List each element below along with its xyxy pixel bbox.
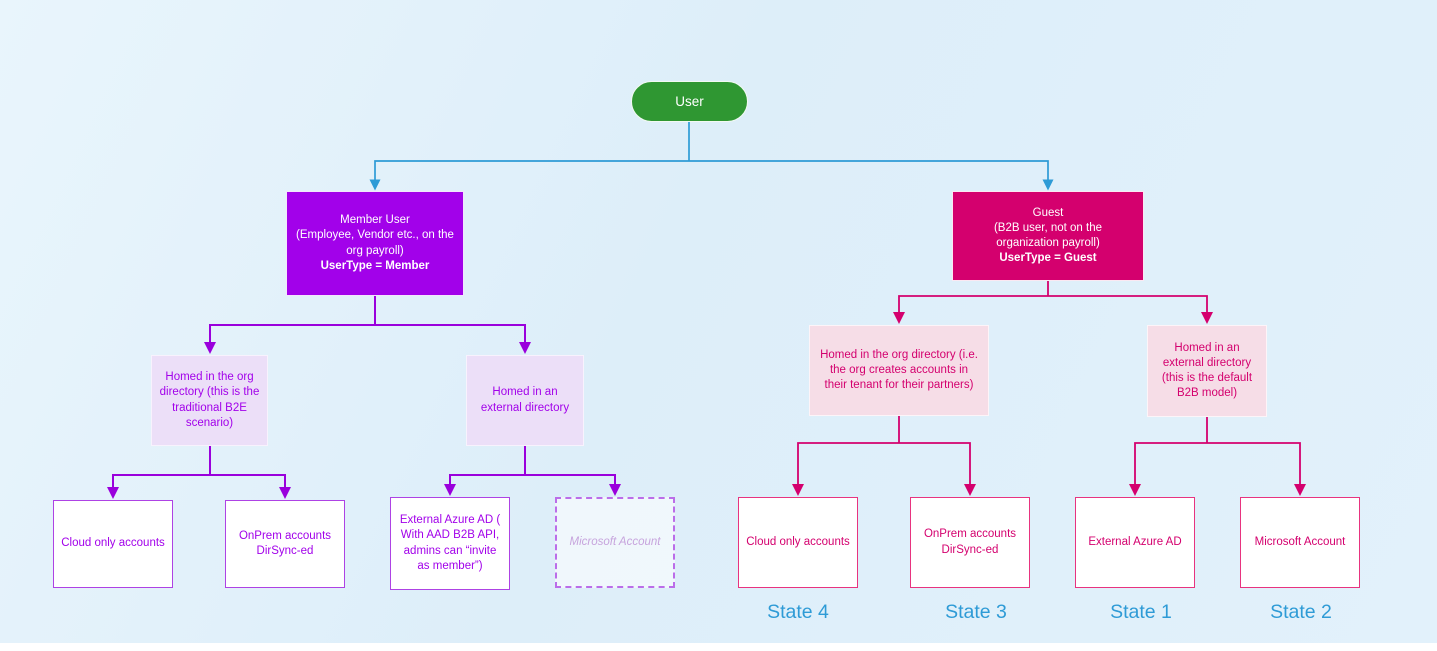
guest-title: Guest [1032, 206, 1064, 219]
member-homed-external-label: Homed in an external directory [480, 386, 570, 414]
node-guest-external-azure-ad: External Azure AD [1075, 497, 1195, 588]
member-cloud-only-label: Cloud only accounts [61, 537, 165, 550]
state-label-1: State 1 [1110, 601, 1172, 623]
state-label-2: State 2 [1270, 601, 1332, 623]
node-user-label: User [675, 93, 704, 109]
guest-external-azure-ad-label: External Azure AD [1088, 535, 1182, 548]
guest-onprem-label: OnPrem accounts DirSync-ed [923, 528, 1017, 556]
node-member-homed-external: Homed in an external directory [466, 355, 584, 446]
node-guest-homed-external: Homed in an external directory (this is … [1147, 325, 1267, 417]
node-user: User [631, 81, 748, 122]
node-member-user: Member User (Employee, Vendor etc., on t… [286, 191, 464, 296]
node-member-external-azure-ad: External Azure AD ( With AAD B2B API, ad… [390, 497, 510, 590]
node-guest: Guest (B2B user, not on the organization… [952, 191, 1144, 281]
guest-usertype: UserType = Guest [999, 252, 1097, 265]
node-guest-cloud-only: Cloud only accounts [738, 497, 858, 588]
member-usertype: UserType = Member [320, 259, 430, 272]
member-external-azure-ad-label: External Azure AD ( With AAD B2B API, ad… [399, 514, 501, 572]
state-label-4: State 4 [767, 601, 829, 623]
node-guest-microsoft-account: Microsoft Account [1240, 497, 1360, 588]
node-member-cloud-only: Cloud only accounts [53, 500, 173, 588]
guest-homed-external-label: Homed in an external directory (this is … [1161, 341, 1253, 400]
guest-microsoft-account-label: Microsoft Account [1254, 535, 1346, 548]
member-homed-org-label: Homed in the org directory (this is the … [159, 371, 260, 429]
member-microsoft-account-label: Microsoft Account [569, 535, 661, 548]
guest-subtitle: (B2B user, not on the organization payro… [993, 221, 1103, 249]
node-member-homed-org: Homed in the org directory (this is the … [151, 355, 268, 446]
state-label-3: State 3 [945, 601, 1007, 623]
node-guest-homed-org: Homed in the org directory (i.e. the org… [809, 325, 989, 416]
bottom-white-strip [0, 643, 1437, 651]
guest-homed-org-label: Homed in the org directory (i.e. the org… [820, 348, 978, 392]
member-subtitle: (Employee, Vendor etc., on the org payro… [296, 229, 454, 257]
node-member-microsoft-account: Microsoft Account [555, 497, 675, 588]
node-member-onprem: OnPrem accounts DirSync-ed [225, 500, 345, 588]
member-title: Member User [340, 214, 410, 227]
member-onprem-label: OnPrem accounts DirSync-ed [238, 529, 332, 557]
guest-cloud-only-label: Cloud only accounts [746, 535, 850, 548]
node-guest-onprem: OnPrem accounts DirSync-ed [910, 497, 1030, 588]
user-branch-connectors [369, 122, 1054, 191]
